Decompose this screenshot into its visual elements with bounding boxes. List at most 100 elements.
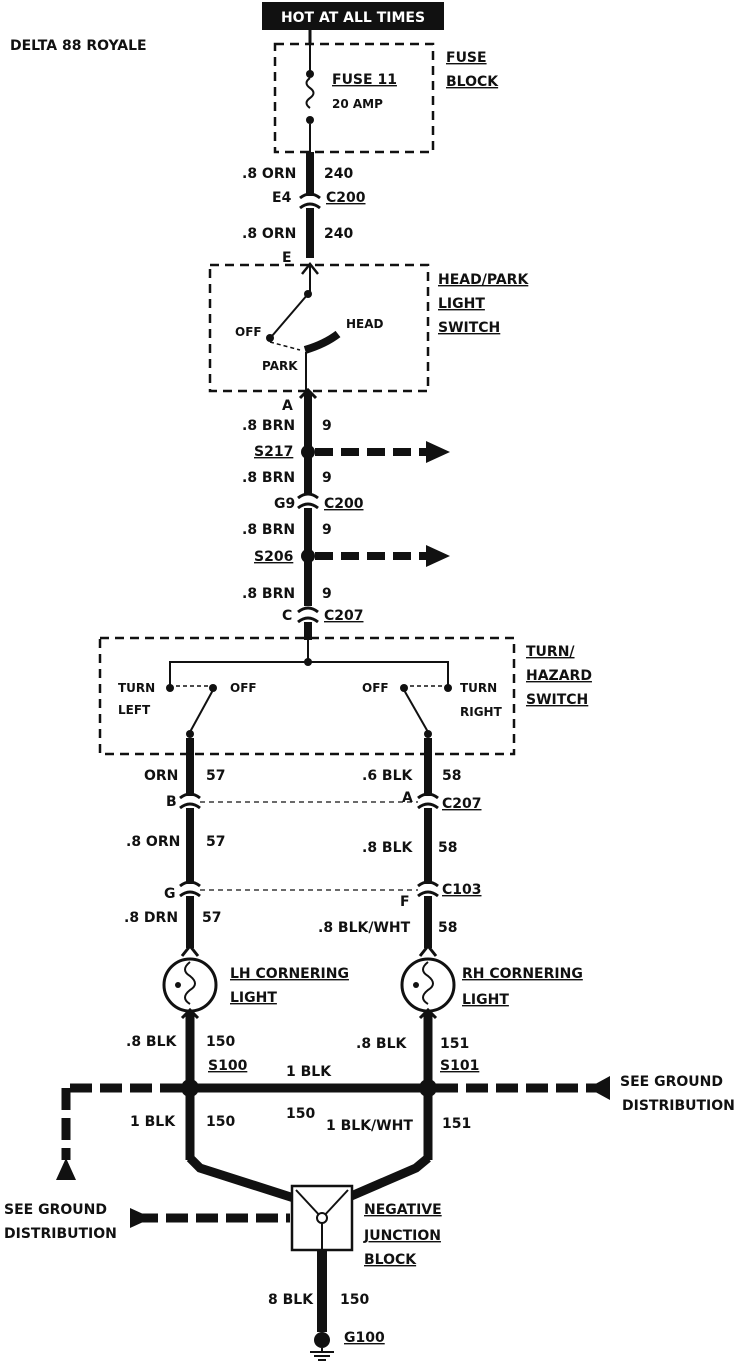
wire-57-c-circuit: 57 [202, 910, 221, 926]
fuse-block-box [273, 42, 435, 154]
fuse-block-label-2: BLOCK [446, 74, 499, 90]
junction-label-2: JUNCTION [363, 1228, 441, 1244]
wire-151-a-size: .8 BLK [356, 1036, 408, 1052]
rh-light-label-2: LIGHT [462, 992, 509, 1008]
fuse-block-label-1: FUSE [446, 50, 487, 66]
c200-b-label: C200 [324, 496, 364, 512]
rh-light-label-1: RH CORNERING [462, 966, 583, 982]
fuse-name: FUSE 11 [332, 72, 397, 88]
wire-151-b-size: 1 BLK/WHT [326, 1118, 413, 1134]
s206-arrow [426, 545, 450, 567]
fuse-rating: 20 AMP [332, 97, 383, 111]
wire-57-c-size: .8 DRN [124, 910, 178, 926]
ground-left-label-1: SEE GROUND [4, 1202, 107, 1218]
turn-off-left: OFF [230, 681, 257, 695]
turn-switch-label-3: SWITCH [526, 692, 588, 708]
wire-9-d-circuit: 9 [322, 586, 332, 602]
ground-dist-left-arrow [56, 1158, 76, 1180]
c200-pin-g9: G9 [274, 496, 295, 512]
wire-9-c-size: .8 BRN [242, 522, 295, 538]
ground-right-label-2: DISTRIBUTION [622, 1098, 735, 1114]
wire-150-b-size: 1 BLK [130, 1114, 176, 1130]
wire-9-b-size: .8 BRN [242, 470, 295, 486]
cross-wire-size: 1 BLK [286, 1064, 332, 1080]
headlight-switch-label-3: SWITCH [438, 320, 500, 336]
junction-label-1: NEGATIVE [364, 1202, 442, 1218]
turn-blade-right [403, 689, 429, 733]
junction-ground-arrow [130, 1208, 152, 1228]
wire-150-a-circuit: 150 [206, 1034, 235, 1050]
connector-c207 [297, 606, 319, 624]
lh-light-label-2: LIGHT [230, 990, 277, 1006]
turn-off-right: OFF [362, 681, 389, 695]
hot-banner [262, 2, 444, 30]
g100-label: G100 [344, 1330, 385, 1346]
c200-pin-e4: E4 [272, 190, 292, 206]
hot-label: HOT AT ALL TIMES [281, 10, 425, 26]
wire-9-d-size: .8 BRN [242, 586, 295, 602]
wire-150-b-circuit: 150 [206, 1114, 235, 1130]
wire-58-c-circuit: 58 [438, 920, 457, 936]
cross-wire-circuit: 150 [286, 1106, 315, 1122]
splice-s100 [181, 1079, 199, 1097]
fuse-icon [305, 44, 315, 152]
wire-58-a-circuit: 58 [442, 768, 461, 784]
switch-head-label: HEAD [346, 317, 384, 331]
wire-9-a-size: .8 BRN [242, 418, 295, 434]
turn-left-1: TURN [118, 681, 155, 695]
rh-cornering-light-icon [400, 943, 456, 1020]
c200-label: C200 [326, 190, 366, 206]
c207-pin-a: A [402, 790, 413, 806]
c207-pin-b: B [166, 794, 177, 810]
wire-57-b-size: .8 ORN [126, 834, 180, 850]
s100-label: S100 [208, 1058, 248, 1074]
wire-57-a-size: ORN [144, 768, 178, 784]
ground-wire-size: 8 BLK [268, 1292, 314, 1308]
s217-label: S217 [254, 444, 293, 460]
wire-9-a-circuit: 9 [322, 418, 332, 434]
wire-240-b-size: .8 ORN [242, 226, 296, 242]
turn-left-2: LEFT [118, 703, 151, 717]
wire-240-a-circuit: 240 [324, 166, 353, 182]
headlight-switch-box [208, 263, 430, 393]
lh-light-label-1: LH CORNERING [230, 966, 349, 982]
s206-label: S206 [254, 549, 293, 565]
switch-park-label: PARK [262, 359, 298, 373]
turn-right-2: RIGHT [460, 705, 503, 719]
ground-right-label-1: SEE GROUND [620, 1074, 723, 1090]
wire-58-c-size: .8 BLK/WHT [318, 920, 411, 936]
s101-label: S101 [440, 1058, 479, 1074]
s217-arrow [426, 441, 450, 463]
switch-blade [271, 293, 309, 337]
connector-c200-a [299, 192, 321, 210]
connector-c200-b [297, 492, 319, 510]
wire-151-a-circuit: 151 [440, 1036, 469, 1052]
wire-58-a-size: .6 BLK [362, 768, 414, 784]
junction-label-3: BLOCK [364, 1252, 417, 1268]
wire-240-a-size: .8 ORN [242, 166, 296, 182]
splice-s101 [419, 1079, 437, 1097]
turn-switch-label-1: TURN/ [526, 644, 575, 660]
wire-57-b-circuit: 57 [206, 834, 225, 850]
wire-58-b-size: .8 BLK [362, 840, 414, 856]
ground-left-label-2: DISTRIBUTION [4, 1226, 117, 1242]
turn-blade-left [189, 689, 214, 733]
c103-pin-f: F [400, 894, 410, 910]
ground-dist-right-arrow [588, 1076, 610, 1100]
ground-icon [310, 1332, 334, 1361]
switch-pin-e: E [282, 250, 292, 266]
c207-pin-c: C [282, 608, 292, 624]
wire-9-b-circuit: 9 [322, 470, 332, 486]
wire-9-c-circuit: 9 [322, 522, 332, 538]
c207-right-label: C207 [442, 796, 482, 812]
wire-57-a-circuit: 57 [206, 768, 225, 784]
lh-cornering-light-icon [162, 943, 218, 1020]
turn-switch-box [98, 636, 516, 756]
c207-label: C207 [324, 608, 364, 624]
ground-wire-circuit: 150 [340, 1292, 369, 1308]
switch-off-label: OFF [235, 325, 262, 339]
wire-58-b-circuit: 58 [438, 840, 457, 856]
turn-switch-label-2: HAZARD [526, 668, 592, 684]
headlight-switch-label-1: HEAD/PARK [438, 272, 529, 288]
